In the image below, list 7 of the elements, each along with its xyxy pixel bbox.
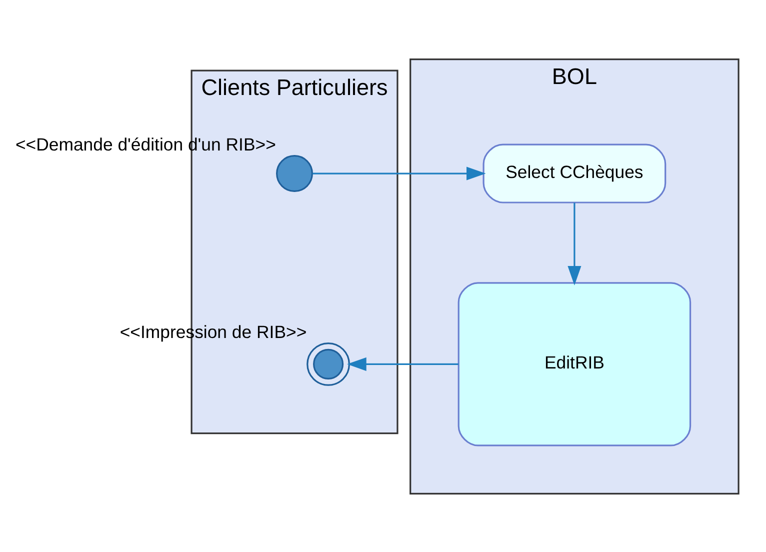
node-box: EditRIB — [458, 282, 692, 446]
arrow — [312, 166, 486, 180]
node-circle — [306, 342, 350, 386]
arrow — [568, 202, 582, 285]
node-circle — [276, 154, 314, 192]
arrow — [347, 356, 458, 370]
node-box: Select CChèques — [482, 143, 666, 203]
